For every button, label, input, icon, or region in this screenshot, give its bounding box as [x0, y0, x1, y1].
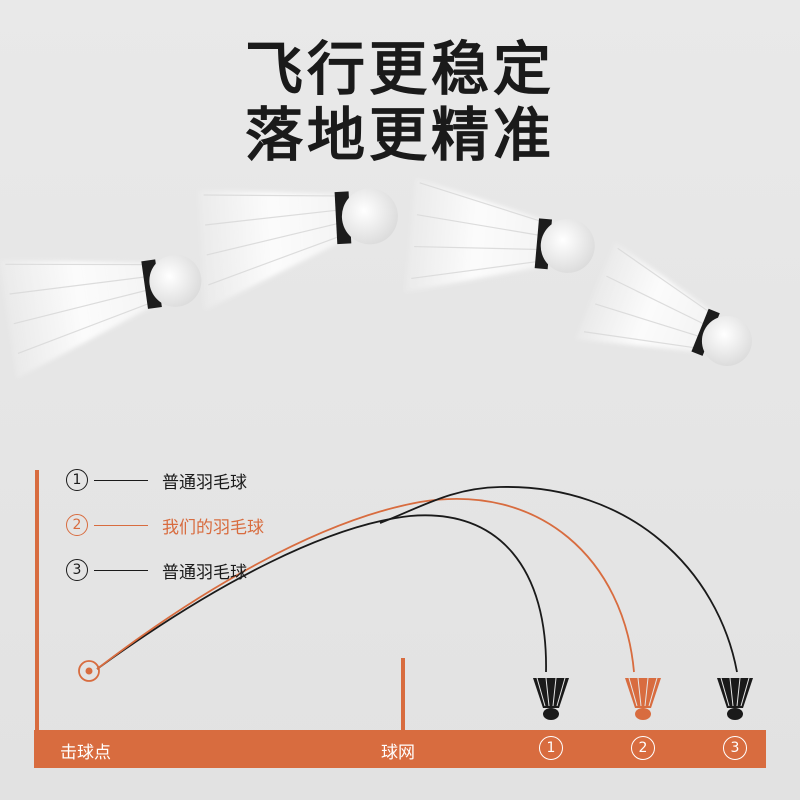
landing-mark-2: 2: [631, 736, 655, 760]
legend-item-2: 2 我们的羽毛球: [66, 512, 264, 538]
legend-number-3: 3: [66, 559, 88, 581]
landing-mark-1: 1: [539, 736, 563, 760]
legend-label-2: 我们的羽毛球: [162, 517, 264, 538]
legend-number-1: 1: [66, 469, 88, 491]
legend-number-2: 2: [66, 514, 88, 536]
landing-mark-3: 3: [723, 736, 747, 760]
shuttlecock-icon-3: [717, 677, 753, 720]
net-label: 球网: [381, 743, 415, 763]
hit-point-label: 击球点: [60, 743, 111, 763]
legend-label-3: 普通羽毛球: [162, 562, 247, 583]
legend-label-1: 普通羽毛球: [162, 472, 247, 493]
legend-item-3: 3 普通羽毛球: [66, 557, 247, 583]
trajectory-2: [96, 497, 635, 673]
trajectory-1: [96, 514, 547, 673]
shuttlecock-photo-2: [198, 188, 398, 311]
legend-line-1: [94, 479, 148, 481]
legend-item-1: 1 普通羽毛球: [66, 467, 247, 493]
shuttlecock-photo-1: [0, 254, 202, 379]
shuttlecock-icon-1: [533, 677, 569, 720]
headline-line-2: 落地更精准: [244, 101, 555, 169]
headline-line-1: 飞行更稳定: [244, 35, 555, 103]
legend-line-2: [94, 524, 148, 526]
shuttlecock-photo-4: [575, 241, 752, 366]
trajectory-3: [379, 486, 738, 673]
legend-line-3: [94, 569, 148, 571]
shuttlecock-photo-3: [405, 177, 595, 292]
shuttlecock-icon-2: [625, 677, 661, 720]
hit-point-target-icon: [78, 660, 100, 682]
